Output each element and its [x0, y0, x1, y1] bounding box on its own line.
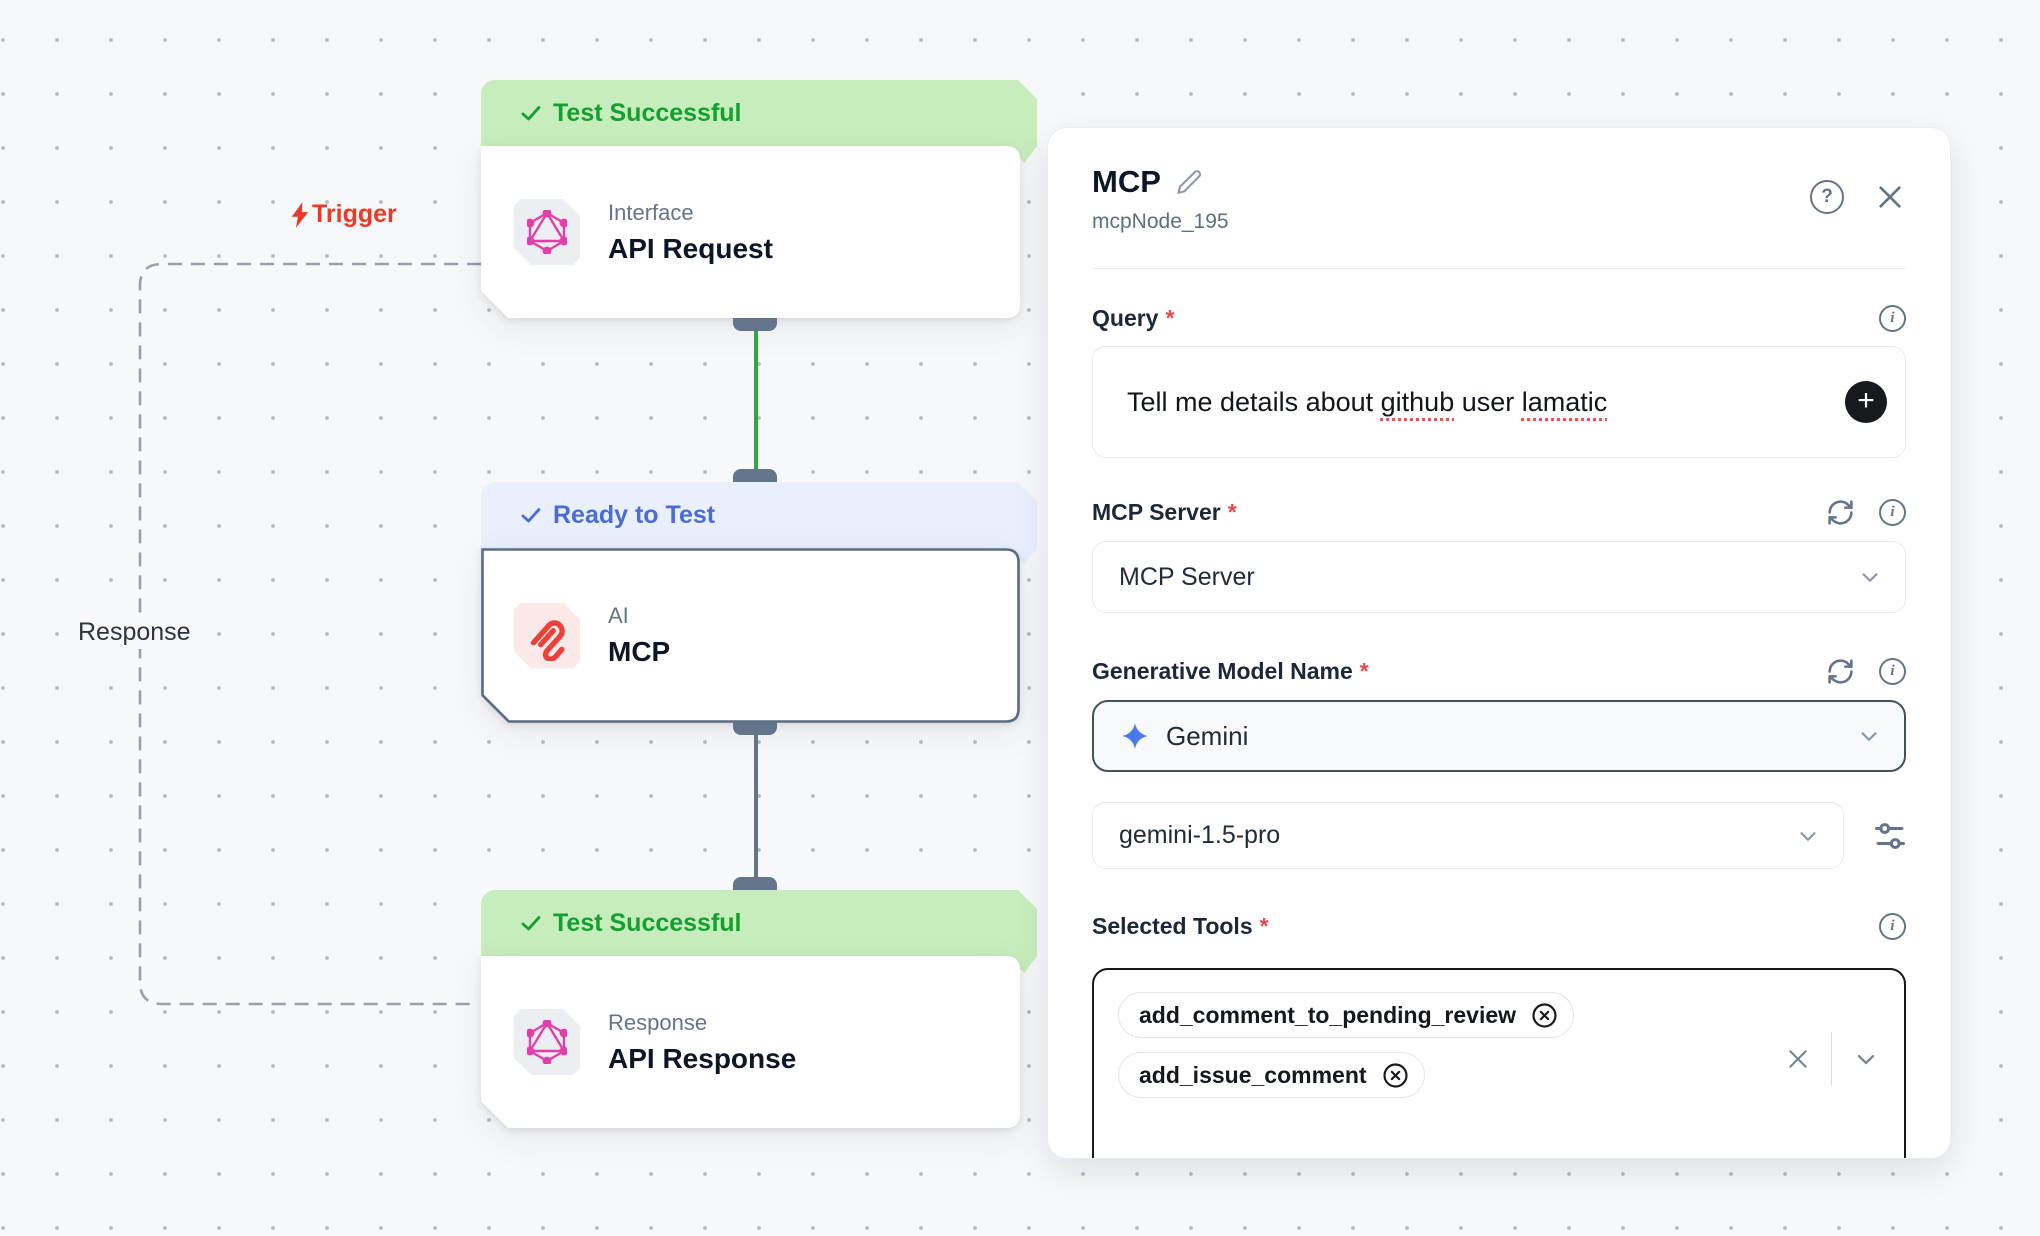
node-id: mcpNode_195 [1092, 210, 1229, 233]
check-icon [519, 101, 543, 125]
plus-icon[interactable]: + [1845, 381, 1887, 423]
banner-corner-cut [1018, 80, 1037, 99]
chevron-down-icon [1856, 723, 1882, 749]
query-label: Query* [1092, 305, 1175, 331]
header-divider [1092, 268, 1906, 269]
chevron-down-icon[interactable] [1852, 1045, 1880, 1073]
tools-separator [1830, 1032, 1832, 1086]
refresh-icon[interactable] [1826, 657, 1855, 686]
edge-request-to-mcp [754, 318, 758, 477]
node-api-request[interactable]: Test Successful [481, 80, 1037, 318]
refresh-icon[interactable] [1826, 498, 1855, 527]
edge-mcp-to-response [754, 722, 758, 884]
gemini-sparkle-icon [1120, 721, 1150, 751]
model-name-select[interactable]: gemini-1.5-pro [1092, 802, 1844, 869]
chevron-down-icon [1857, 564, 1883, 590]
graphql-icon [514, 1009, 580, 1075]
model-name-value: gemini-1.5-pro [1119, 821, 1281, 849]
node-title: API Request [608, 232, 773, 264]
node-status-banner: Test Successful [481, 80, 1037, 163]
node-config-panel: MCP mcpNode_195 ? Query* [1047, 127, 1951, 1159]
panel-title: MCP [1092, 164, 1161, 199]
mcp-server-value: MCP Server [1119, 562, 1255, 591]
node-api-response[interactable]: Test Successful [481, 890, 1037, 1128]
mcp-logo-icon [514, 603, 580, 669]
chevron-down-icon [1795, 823, 1821, 849]
generative-model-label: Generative Model Name* [1092, 658, 1369, 684]
info-icon[interactable]: i [1879, 658, 1906, 685]
node-title: API Response [608, 1042, 797, 1074]
banner-corner-cut [1018, 482, 1037, 501]
selected-tools-multiselect[interactable]: add_comment_to_pending_review add_issue_… [1092, 968, 1906, 1158]
node-card[interactable] [481, 146, 1020, 318]
node-status-banner: Ready to Test [481, 482, 1037, 565]
node-status-text: Test Successful [553, 908, 742, 937]
mcp-server-select[interactable]: MCP Server [1092, 541, 1906, 613]
clear-x-icon[interactable] [1785, 1046, 1811, 1072]
response-edge-label: Response [66, 616, 203, 649]
pencil-icon[interactable] [1175, 168, 1203, 196]
node-category: AI [608, 603, 629, 628]
node-status-text: Test Successful [553, 98, 742, 127]
node-category: Interface [608, 199, 694, 225]
model-provider-select[interactable]: Gemini [1092, 700, 1906, 772]
info-icon[interactable]: i [1879, 913, 1906, 940]
lightning-icon [288, 201, 312, 229]
selected-tools-label: Selected Tools* [1092, 913, 1269, 939]
node-status-banner: Test Successful [481, 890, 1037, 973]
close-icon[interactable] [1874, 181, 1906, 213]
tool-chip-label: add_comment_to_pending_review [1139, 1001, 1517, 1028]
trigger-label: Trigger [288, 200, 397, 229]
mcp-server-label: MCP Server* [1092, 499, 1237, 525]
target-handle[interactable] [733, 877, 777, 890]
sliders-icon[interactable] [1872, 818, 1908, 854]
tool-chip: add_issue_comment [1118, 1052, 1425, 1098]
query-value: Tell me details about github user lamati… [1127, 386, 1608, 417]
target-handle[interactable] [733, 469, 777, 482]
graphql-icon [514, 199, 580, 265]
tool-chip: add_comment_to_pending_review [1118, 992, 1575, 1038]
node-category: Response [608, 1009, 708, 1035]
node-card[interactable] [481, 956, 1020, 1128]
remove-circle-icon[interactable] [1530, 1001, 1559, 1030]
node-mcp[interactable]: Ready to Test AI MCP [481, 482, 1037, 723]
help-icon[interactable]: ? [1810, 180, 1844, 214]
node-card-selected[interactable] [481, 548, 1020, 723]
node-status-text: Ready to Test [553, 500, 716, 529]
info-icon[interactable]: i [1879, 499, 1906, 526]
remove-circle-icon[interactable] [1381, 1061, 1410, 1090]
source-handle[interactable] [733, 722, 777, 735]
query-input[interactable]: Tell me details about github user lamati… [1092, 346, 1906, 458]
tool-chip-label: add_issue_comment [1139, 1061, 1367, 1088]
source-handle[interactable] [733, 318, 777, 331]
node-title: MCP [608, 636, 671, 667]
check-icon [519, 911, 543, 935]
banner-corner-cut [1018, 890, 1037, 909]
trigger-label-text: Trigger [312, 200, 397, 228]
model-provider-value: Gemini [1166, 720, 1249, 751]
check-icon [519, 503, 543, 527]
info-icon[interactable]: i [1879, 305, 1906, 332]
